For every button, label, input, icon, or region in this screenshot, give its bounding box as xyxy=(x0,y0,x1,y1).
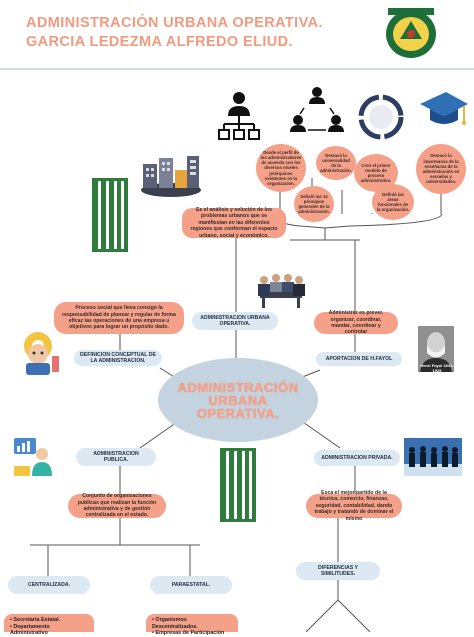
center-line-2: URBANA xyxy=(208,392,268,408)
paraestatal-label: PARAESTATAL. xyxy=(150,576,232,594)
central-topic: ADMINISTRACIÓN URBANA OPERATIVA. xyxy=(158,358,318,442)
center-line-1: ADMINISTRACIÓN xyxy=(177,379,299,395)
list-item: • Empresas de Participación xyxy=(152,630,225,636)
list-item: • Organismos Descentralizados. xyxy=(152,617,198,630)
publica-text: Conjunto de organizaciones publicas que … xyxy=(68,493,166,518)
circle-14-principios: Señaló las 14 principios generales de la… xyxy=(294,186,334,222)
fayol-text: Administrar es prever, organizar, coordi… xyxy=(314,310,398,335)
circle-universalidad: Destacó la universalidad de la administr… xyxy=(316,146,356,180)
graduation-cap-icon xyxy=(420,92,468,125)
title-line-2: GARCIA LEDEZMA ALFREDO ELIUD. xyxy=(26,34,293,50)
page-title: ADMINISTRACIÓN URBANA OPERATIVA. GARCIA … xyxy=(26,14,356,52)
title-line-1: ADMINISTRACIÓN URBANA OPERATIVA. xyxy=(26,15,323,31)
privada-text: Esca el mejor partido de la técnica, com… xyxy=(306,490,402,522)
list-item: • Departamento Administrativo xyxy=(10,623,50,637)
head-gears-icon xyxy=(24,332,59,375)
green-building-icon xyxy=(92,178,128,252)
portrait-photo xyxy=(418,326,454,372)
privada-label: ADMINISTRACION PRIVADA. xyxy=(314,450,400,466)
city-buildings-icon xyxy=(141,156,201,197)
publica-label: ADMINISTRACION PUBLICA. xyxy=(76,448,156,466)
meeting-icon xyxy=(258,274,305,308)
definition-label: DEFINICION CONCEPTUAL DE LA ADMINISTRACI… xyxy=(74,350,162,366)
circle-areas-funcionales: Definió las áreas funcionales de la orga… xyxy=(372,184,414,220)
header-divider xyxy=(0,68,474,70)
team-network-icon xyxy=(290,87,344,132)
urban-description: Es el análisis y solución de los problem… xyxy=(182,207,286,239)
business-people-photo xyxy=(404,438,462,476)
fayol-label: APORTACION DE H.FAYOL xyxy=(316,352,402,366)
centralizada-label: CENTRALIZADA. xyxy=(8,576,90,594)
university-seal-logo xyxy=(378,5,444,61)
data-analyst-icon xyxy=(14,438,52,476)
circle-perfil-administradores: Desde el perfil de los administradores d… xyxy=(256,144,306,192)
green-building-icon xyxy=(220,448,256,522)
cycle-diagram-icon xyxy=(358,94,404,140)
portrait-caption: Henri Fayol 1841-1925 xyxy=(420,363,454,373)
circle-ensenanza: Destacó la importancia de la enseñanza d… xyxy=(416,144,466,194)
paraestatal-list: • Organismos Descentralizados. • Empresa… xyxy=(146,614,238,636)
list-item: • Secretaria Estatal. xyxy=(10,617,61,623)
center-line-3: OPERATIVA. xyxy=(196,405,280,421)
urban-label: ADMINISTRACION URBANA OPERATIVA. xyxy=(192,312,278,330)
definition-text: Proceso social que lleva consigo la resp… xyxy=(54,302,184,334)
org-chart-icon xyxy=(218,92,260,140)
diferencias-label: DIFERENCIAS Y SIMILITUDES. xyxy=(296,562,380,580)
centralizada-list: • Secretaria Estatal. • Departamento Adm… xyxy=(4,614,94,636)
